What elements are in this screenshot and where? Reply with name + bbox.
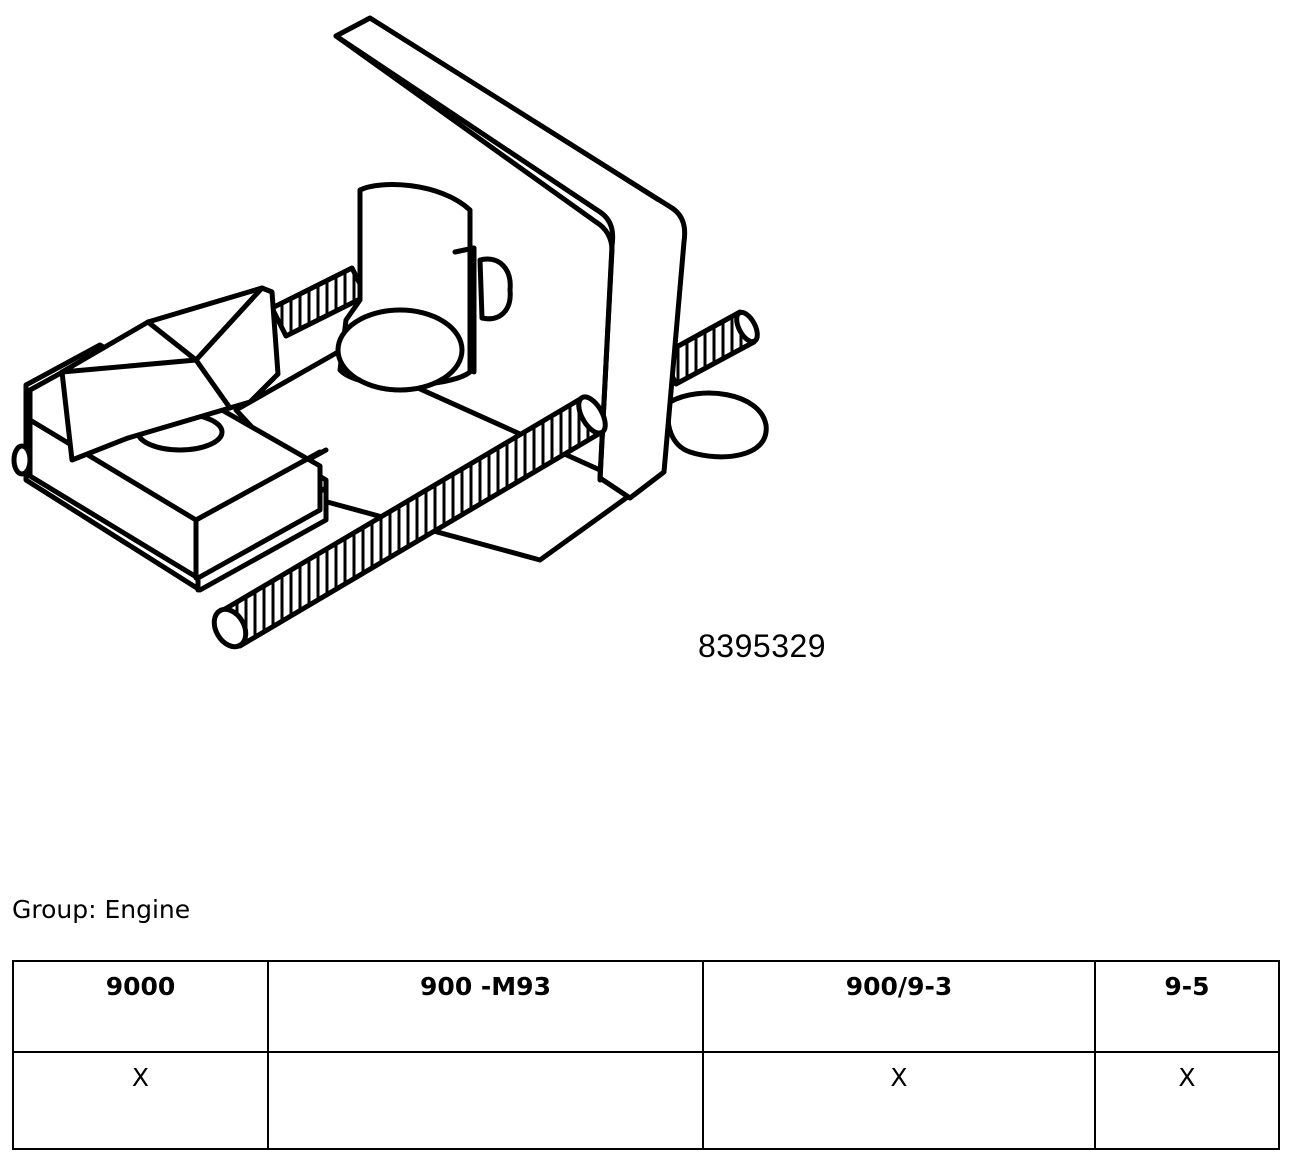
cell-9-5: X bbox=[1094, 1051, 1280, 1150]
header-9-5: 9-5 bbox=[1094, 960, 1280, 1053]
cell-900-9-3: X bbox=[702, 1051, 1096, 1150]
t-handle-knob bbox=[59, 285, 281, 463]
cell-9000: X bbox=[12, 1051, 269, 1150]
table-header-row: 9000 900 -M93 900/9-3 9-5 bbox=[12, 960, 1280, 1053]
wing-nut bbox=[665, 390, 769, 460]
cell-900-m93 bbox=[267, 1051, 704, 1150]
part-number: 8395329 bbox=[698, 628, 827, 664]
group-label: Group: Engine bbox=[12, 895, 191, 924]
tool-illustration bbox=[11, 15, 769, 650]
model-applicability-table: 9000 900 -M93 900/9-3 9-5 X X X bbox=[12, 960, 1280, 1150]
cylinder-cutout bbox=[335, 182, 513, 393]
table-row: X X X bbox=[12, 1051, 1280, 1150]
header-900-9-3: 900/9-3 bbox=[702, 960, 1096, 1053]
vertical-plate bbox=[333, 15, 688, 501]
header-900-m93: 900 -M93 bbox=[267, 960, 704, 1053]
front-threaded-rod bbox=[211, 394, 608, 650]
header-9000: 9000 bbox=[12, 960, 269, 1053]
